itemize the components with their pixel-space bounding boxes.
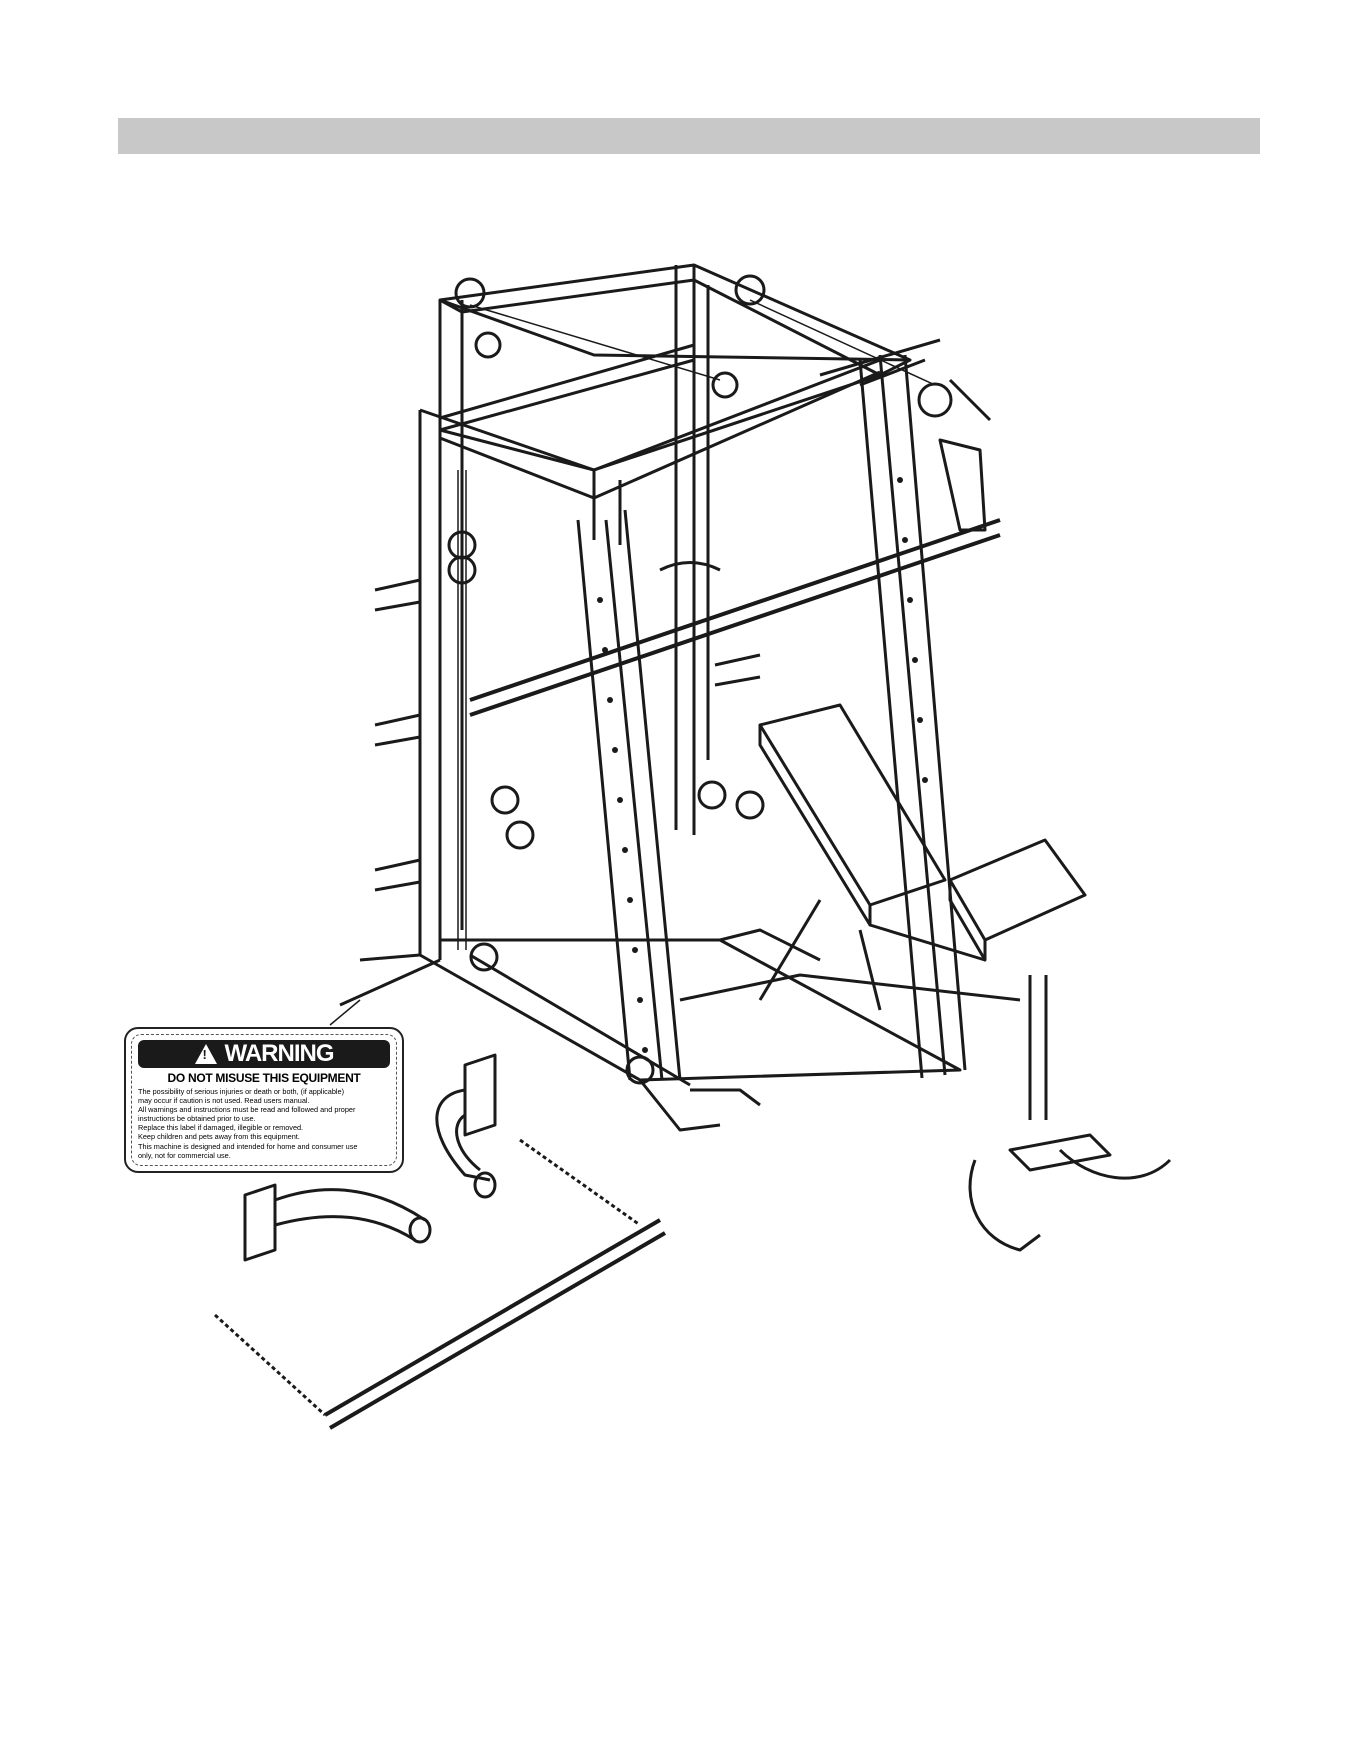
warning-line: may occur if caution is not used. Read u… [138, 1096, 310, 1106]
accessories [213, 999, 667, 1430]
warning-line: Replace this label if damaged, illegible… [138, 1123, 304, 1133]
warning-line: Keep children and pets away from this eq… [138, 1132, 300, 1142]
machine-frame [339, 263, 1001, 1132]
warning-header: WARNING [138, 1040, 390, 1068]
warning-line: All warnings and instructions must be re… [138, 1105, 356, 1115]
warning-line: The possibility of serious injuries or d… [138, 1087, 345, 1096]
warning-label-inner: WARNING DO NOT MISUSE THIS EQUIPMENT The… [131, 1034, 397, 1166]
warning-label: WARNING DO NOT MISUSE THIS EQUIPMENT The… [124, 1027, 404, 1173]
warning-subtitle: DO NOT MISUSE THIS EQUIPMENT [167, 1071, 361, 1085]
section-header-bar [118, 118, 1260, 154]
weight-bench [679, 703, 1172, 1252]
warning-triangle-icon [194, 1044, 217, 1064]
warning-line: This machine is designed and intended fo… [138, 1141, 358, 1151]
warning-line: only, not for commercial use. [138, 1150, 231, 1160]
warning-line: instructions be obtained prior to use. [138, 1114, 256, 1124]
warning-title: WARNING [224, 1040, 335, 1067]
